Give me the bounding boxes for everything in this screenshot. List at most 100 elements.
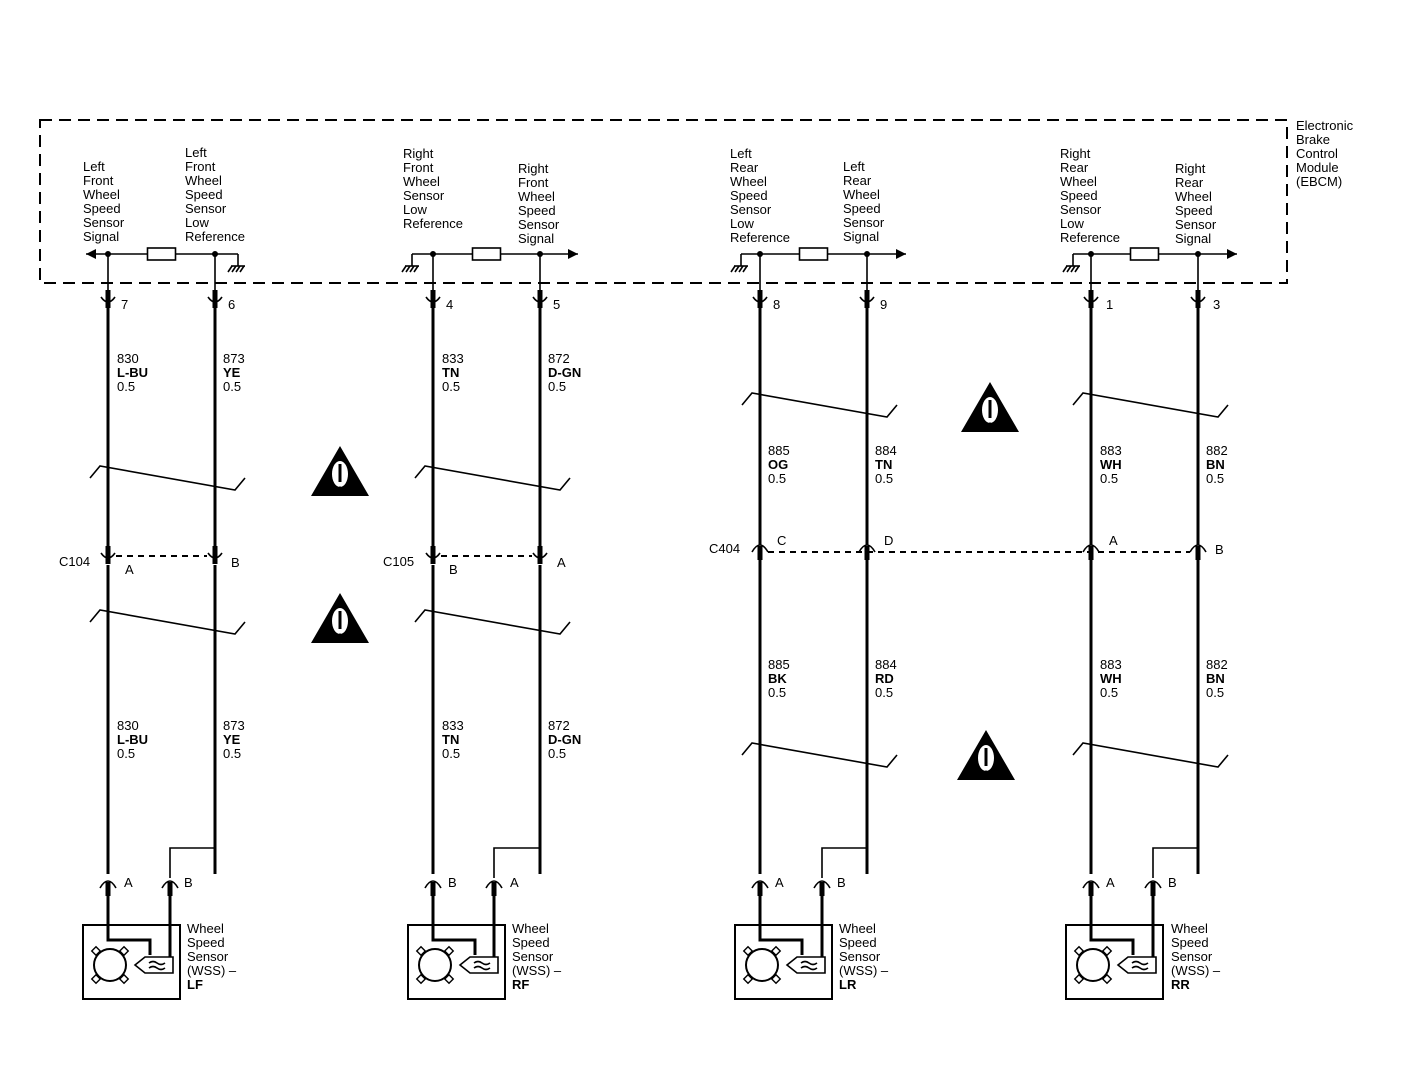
ground-symbol-icon-hatch [1062,265,1068,273]
sensor-connector-cup [1082,880,1100,889]
ebcm-pin-rr-signal: 3 [1213,297,1220,312]
ground-symbol-icon-hatch [405,265,411,273]
tone-wheel-tab [770,945,782,957]
tone-wheel-tab [770,973,782,985]
sensor-lead [758,896,804,955]
warning-mark-dot [337,486,343,492]
ground-symbol-icon-hatch [1070,265,1076,273]
tone-wheel-tab [742,945,754,957]
sensor-connector-cup [485,880,503,889]
connector-c404-pin-c: C [777,533,786,548]
sensor-connector-cup [424,880,442,889]
tone-wheel-tab [90,945,102,957]
ebcm-pin-rr-low-ref: 1 [1106,297,1113,312]
connector-c404-name: C404 [709,541,740,556]
harness-break-mark [741,392,898,418]
wire-jog [1152,558,1199,878]
ground-symbol-icon-hatch [409,265,415,273]
resistor-icon [146,247,177,261]
ground-symbol-icon-hatch [239,265,245,273]
coil-winding [148,960,166,971]
ebcm-pin-lf-low-ref: 6 [228,297,235,312]
connector-c104-pin-b: B [231,555,240,570]
connector-c404-pin-d: D [884,533,893,548]
sensor-lead [431,896,477,955]
warning-triangle-icon [311,446,369,496]
sensor-lead [1089,896,1135,955]
sensor-lr-pin-b: B [837,875,846,890]
connector-c104-name: C104 [59,554,90,569]
harness-wires [89,290,1229,896]
sensor-lf-pin-a: A [124,875,133,890]
connector-c105-pin-b: B [449,562,458,577]
harness-break-mark [1072,742,1229,768]
ground-symbol-icon-hatch [1074,265,1080,273]
tone-wheel-tab [118,945,130,957]
pickup-coil-icon [785,956,826,974]
tone-wheel-tab [1101,945,1113,957]
sensor-rr-pin-b: B [1168,875,1177,890]
tone-wheel-tab [742,973,754,985]
wheel-speed-sensor-box [1065,924,1164,1000]
coil-winding [1131,960,1149,971]
harness-break-mark [414,465,571,491]
sensor-lf-pin-b: B [184,875,193,890]
ebcm-pin-lr-signal: 9 [880,297,887,312]
resistor-icon [1129,247,1160,261]
signal-arrow-icon [86,249,96,259]
ground-symbol-icon-hatch [231,265,237,273]
ground-symbol-icon-hatch [235,265,241,273]
pickup-coil-icon [1116,956,1157,974]
ground-symbol-icon-hatch [738,265,744,273]
resistor-icon [798,247,829,261]
coil-winding [800,960,818,971]
warning-triangle-icon [961,382,1019,432]
harness-break-mark [741,742,898,768]
ebcm-pin-rf-signal: 5 [553,297,560,312]
sensor-lr-pin-a: A [775,875,784,890]
sensor-connector-cup [751,880,769,889]
sensor-lead [106,896,152,955]
wheel-speed-sensor-box [407,924,506,1000]
pickup-coil-icon [133,956,174,974]
ground-symbol-icon-hatch [227,265,233,273]
sensor-rf-pin-a: A [510,875,519,890]
warning-triangle-icon [957,730,1015,780]
sensor-connector-cup [161,880,179,889]
sensor-connector-cup [99,880,117,889]
signal-arrow-icon [1227,249,1237,259]
connector-c404-pin-b: B [1215,542,1224,557]
sensor-rr-pin-a: A [1106,875,1115,890]
wheel-speed-sensor-box [82,924,181,1000]
connector-c404-pin-a: A [1109,533,1118,548]
ground-symbol-icon-hatch [401,265,407,273]
inline-connector-cup [1189,544,1207,553]
coil-winding [473,960,491,971]
ground-symbol-icon-hatch [734,265,740,273]
connector-c105-name: C105 [383,554,414,569]
wire-jog [493,565,541,878]
